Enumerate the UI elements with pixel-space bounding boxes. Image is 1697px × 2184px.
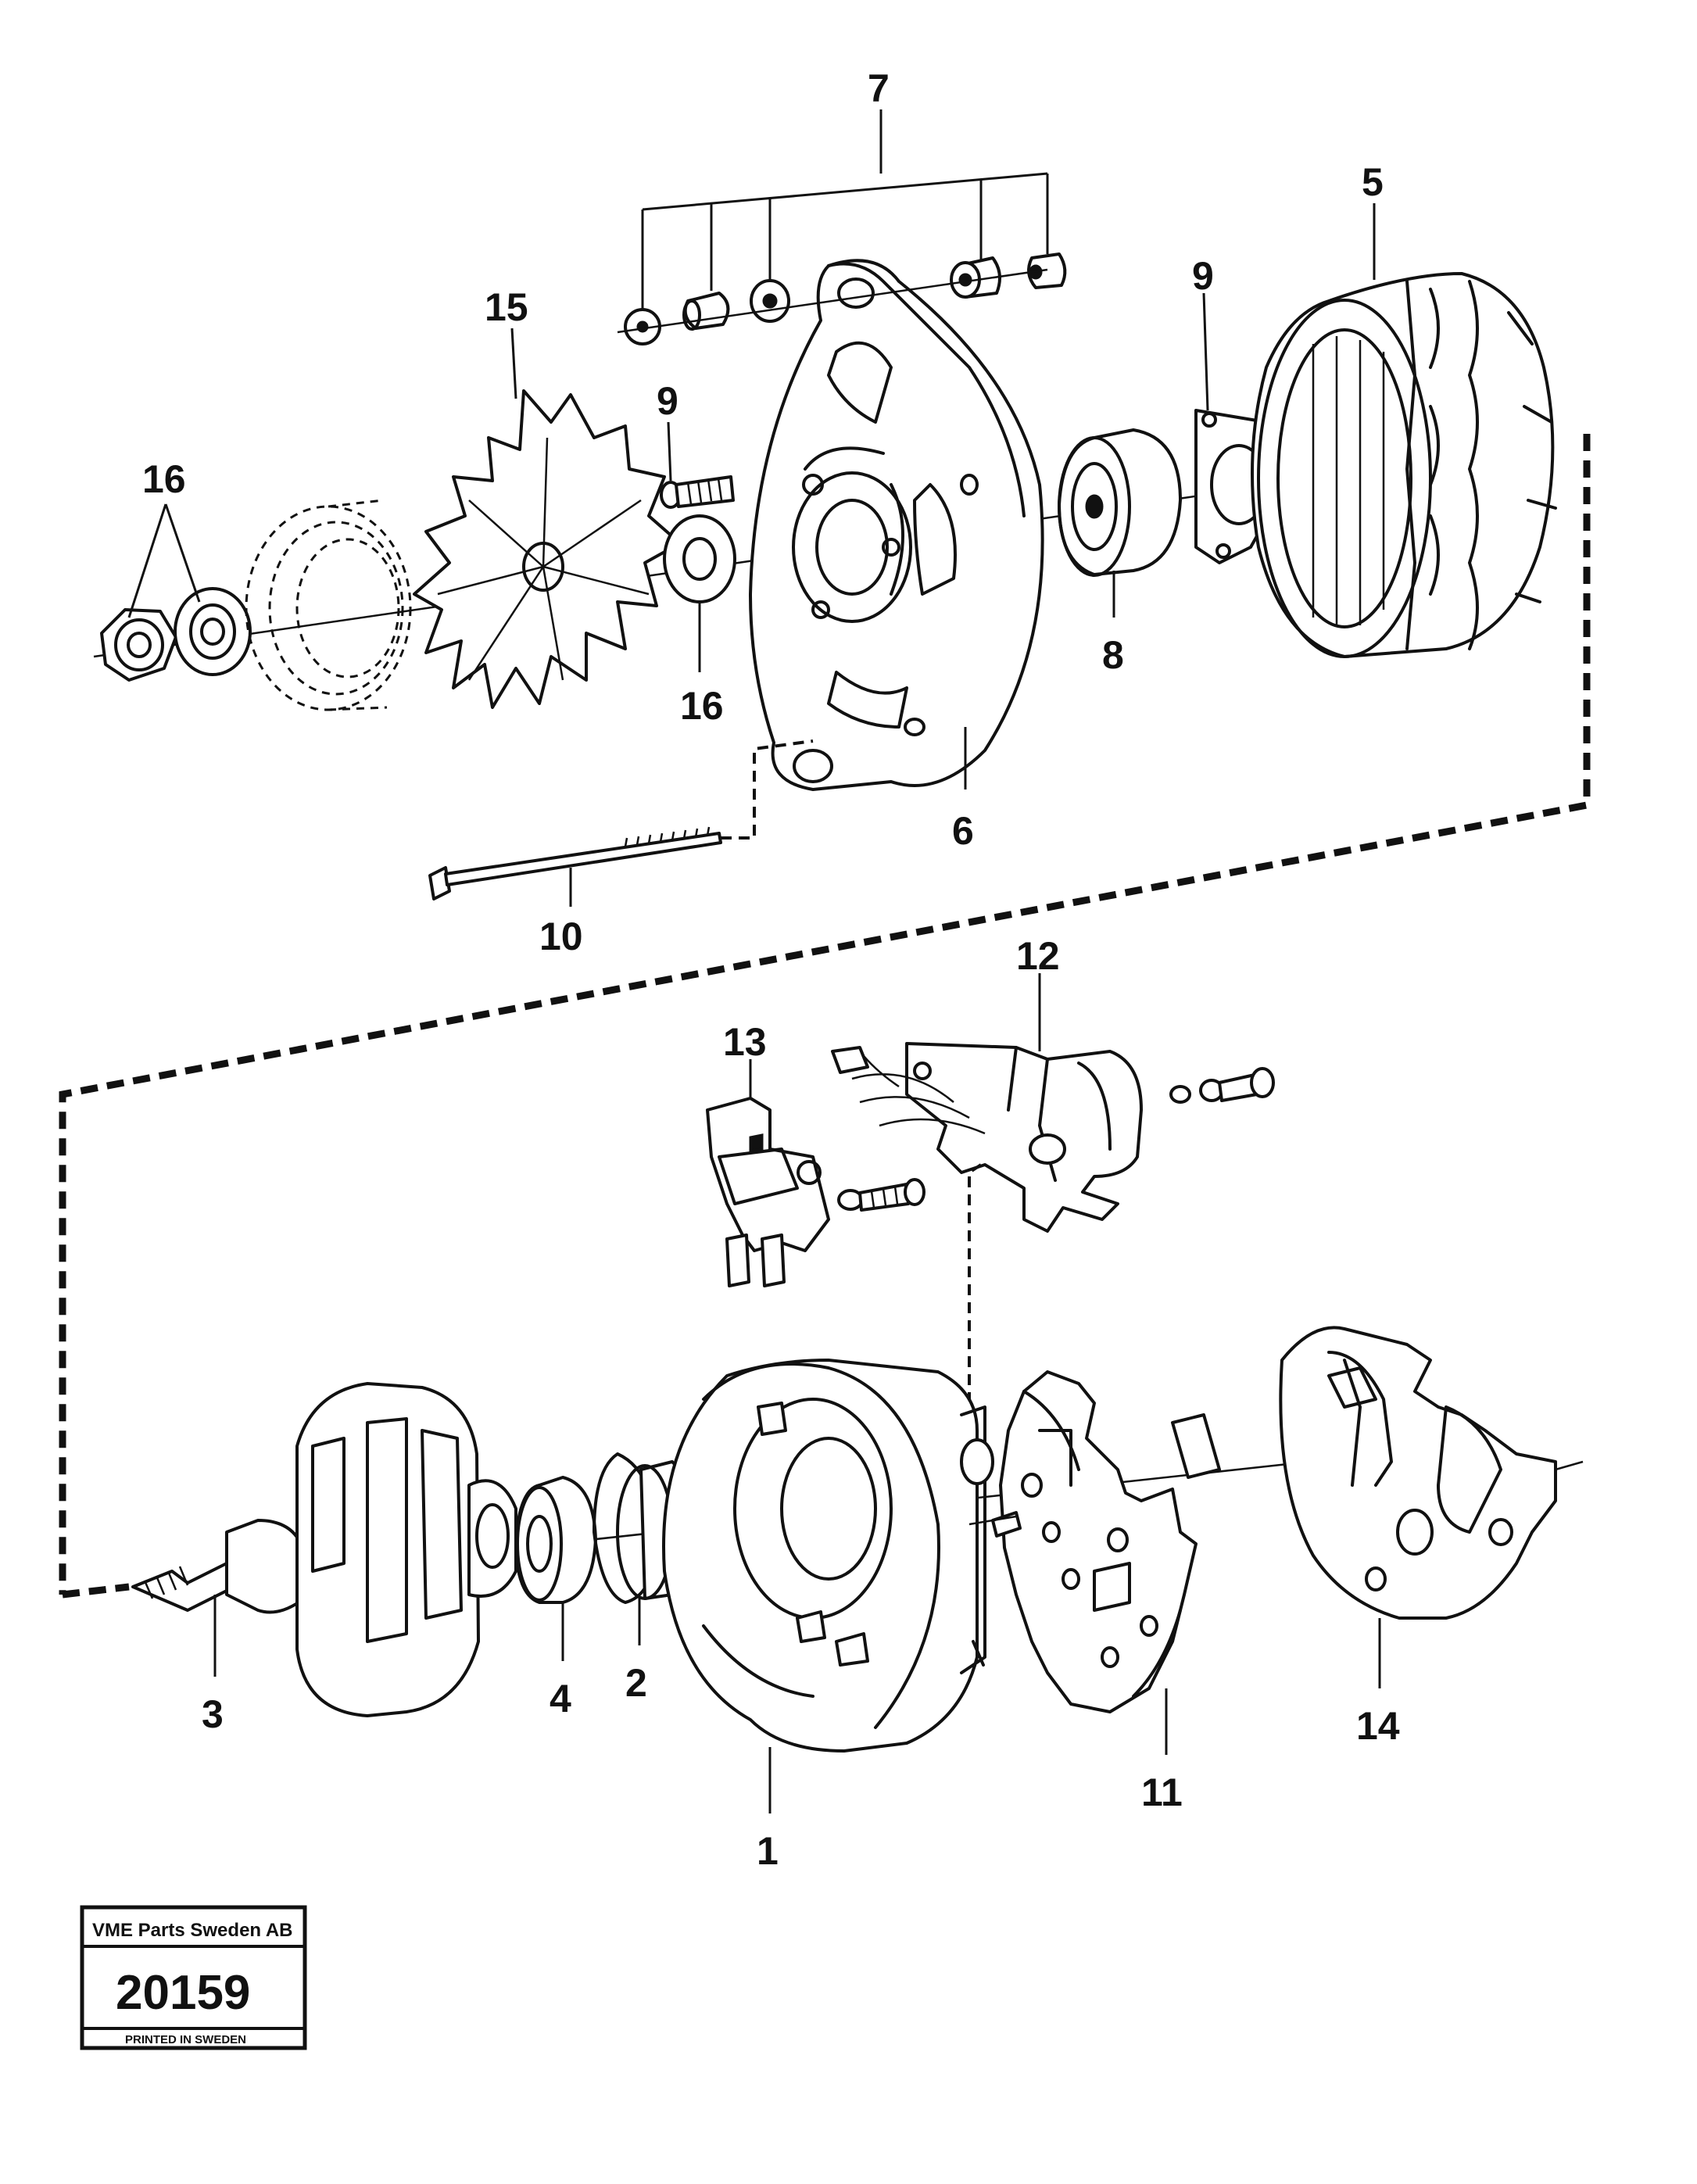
callout-12: 12	[1016, 934, 1060, 978]
part-12-screw	[1169, 1067, 1275, 1104]
callout-5: 5	[1362, 160, 1384, 204]
part-4-bearing	[514, 1476, 597, 1604]
part-16-washer	[174, 587, 252, 676]
callout-1: 1	[757, 1829, 779, 1873]
callout-9-left: 9	[657, 379, 678, 423]
callout-9-right: 9	[1192, 254, 1214, 298]
parts-catalog-stamp: VME Parts Sweden AB 20159 PRINTED IN SWE…	[80, 1905, 307, 2050]
callout-16-center: 16	[680, 684, 724, 728]
callout-7: 7	[868, 66, 890, 110]
callout-13: 13	[723, 1020, 767, 1064]
callout-6: 6	[952, 809, 974, 853]
stamp-number: 20159	[116, 1966, 250, 2020]
part-16-center-washer	[663, 514, 736, 603]
part-12-brush-holder	[831, 1042, 1143, 1233]
part-16-nut	[100, 608, 177, 682]
stamp-printed: PRINTED IN SWEDEN	[125, 2033, 246, 2046]
callouts: 7 5 9 15 9 16 16 8 6 10 12 13 14 11 4 2 …	[142, 66, 1400, 1873]
part-7-hardware-set	[617, 252, 1067, 346]
part-9-screw-left	[660, 475, 735, 509]
part-13-regulator	[706, 1097, 830, 1287]
stamp-company: VME Parts Sweden AB	[92, 1920, 293, 1941]
pulley-dashed-outline	[245, 499, 412, 711]
part-6-drive-end-bracket	[749, 259, 1044, 791]
part-13-screw	[837, 1178, 925, 1212]
callout-8: 8	[1102, 633, 1124, 677]
part-3-rotor	[131, 1382, 517, 1717]
leader-lines	[127, 203, 1381, 1813]
callout-16-left: 16	[142, 457, 186, 501]
callout-2: 2	[625, 1661, 647, 1705]
part-11-rectifier	[968, 1370, 1221, 1713]
assembly-dashed-connector	[59, 434, 1591, 1599]
callout-4: 4	[550, 1677, 571, 1720]
callout-10: 10	[539, 915, 583, 958]
part-1-housing	[662, 1359, 994, 1753]
callout-3: 3	[202, 1692, 224, 1736]
callout-15: 15	[485, 285, 528, 329]
part-8-bearing	[1058, 428, 1182, 577]
part-15-fan	[413, 389, 682, 709]
part-5-stator	[1251, 272, 1557, 658]
callout-7-bracket	[641, 109, 1049, 309]
callout-14: 14	[1356, 1704, 1400, 1748]
part-10-through-bolt	[428, 739, 814, 900]
callout-11: 11	[1141, 1770, 1183, 1814]
part-14-end-cover	[1279, 1326, 1584, 1620]
